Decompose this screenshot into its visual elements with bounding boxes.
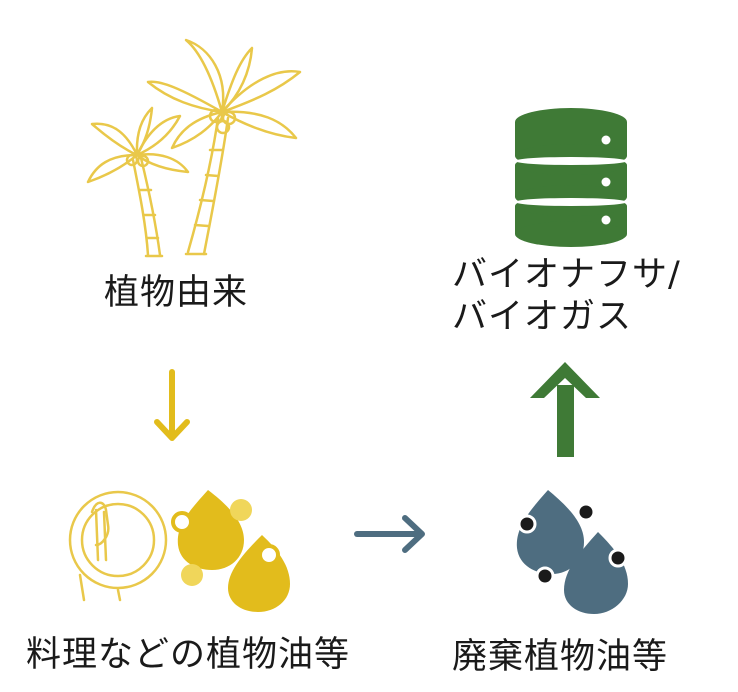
product-label-line1: バイオナフサ/	[452, 255, 681, 295]
plant-origin-label: 植物由来	[104, 273, 249, 313]
waste-oil-label: 廃棄植物油等	[452, 637, 669, 677]
product-label-line2: バイオガス	[452, 297, 633, 337]
used-oil-label: 料理などの植物油等	[26, 635, 351, 675]
